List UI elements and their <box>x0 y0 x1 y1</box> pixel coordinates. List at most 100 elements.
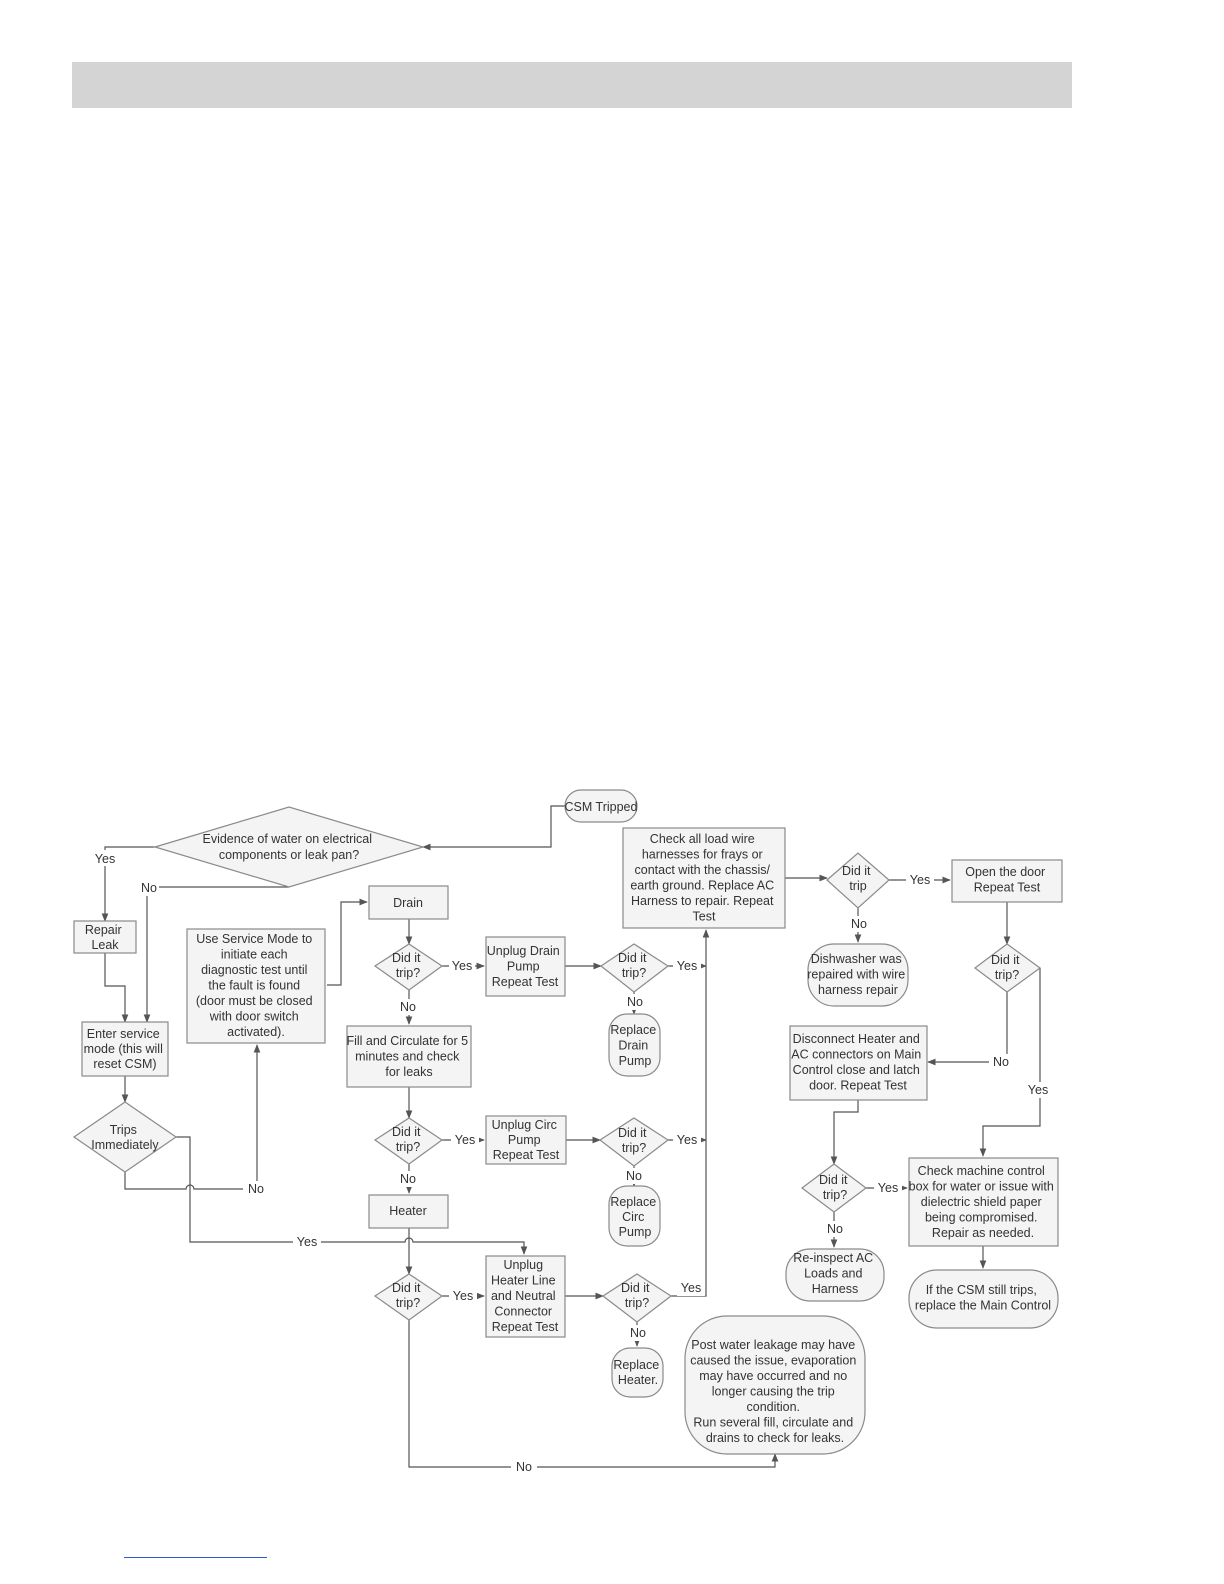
trip-circ-text: Did it trip? <box>392 1125 424 1154</box>
decision-circulate-trip <box>373 1117 444 1165</box>
label-yes: Yes <box>297 1235 317 1249</box>
process-unplug-drain-pump <box>485 936 566 997</box>
label-no: No <box>141 881 157 895</box>
trip-disconnect-text: Did it trip? <box>819 1173 851 1202</box>
process-enter-service-mode <box>81 1021 169 1077</box>
repair-leak-text: Repair Leak <box>85 923 125 952</box>
process-open-door <box>951 859 1063 903</box>
trip-door-text: Did it trip? <box>991 953 1023 982</box>
trip-drain2-text: Did it trip? <box>618 951 650 980</box>
label-no: No <box>827 1222 843 1236</box>
trip-heater-text: Did it trip? <box>392 1281 424 1310</box>
decision-door-trip <box>974 943 1042 993</box>
unplug-heater-text: Unplug Heater Line and Neutral Connector… <box>491 1258 559 1334</box>
process-unplug-heater-line <box>485 1255 566 1338</box>
process-drain <box>368 885 449 920</box>
label-yes: Yes <box>455 1133 475 1147</box>
decision-circ-pump-trip <box>598 1117 670 1167</box>
process-heater <box>368 1194 449 1229</box>
replace-main-text: If the CSM still trips, replace the Main… <box>915 1283 1051 1313</box>
disconnect-heater-text: Disconnect Heater and AC connectors on M… <box>791 1032 924 1093</box>
label-no: No <box>516 1460 532 1474</box>
edge-repair-to-enter <box>104 953 129 1023</box>
heater-text: Heater <box>389 1204 427 1218</box>
replace-heater-text: Replace Heater. <box>613 1358 662 1387</box>
process-unplug-circ-pump <box>485 1115 567 1165</box>
reinspect-text: Re-inspect AC Loads and Harness <box>793 1251 876 1296</box>
trip-wires-text: Did it trip <box>842 864 874 893</box>
drain-text: Drain <box>393 896 423 910</box>
check-wires-text: Check all load wire harnesses for frays … <box>630 832 777 924</box>
label-no: No <box>993 1055 1009 1069</box>
decision-evidence-of-water <box>152 806 426 888</box>
label-yes: Yes <box>95 852 115 866</box>
process-fill-and-circulate <box>346 1025 472 1088</box>
evidence-text: Evidence of water on electrical componen… <box>202 832 375 862</box>
trip-drain-text: Did it trip? <box>392 951 424 980</box>
terminal-reinspect-ac-loads <box>785 1248 885 1302</box>
terminal-post-water-leakage <box>684 1315 866 1455</box>
enter-service-text: Enter service mode (this will reset CSM) <box>84 1027 167 1071</box>
unplug-drain-text: Unplug Drain Pump Repeat Test <box>487 944 563 989</box>
label-yes: Yes <box>452 959 472 973</box>
edge-trip-heater2-yes <box>671 929 710 1297</box>
fill-circ-text: Fill and Circulate for 5 minutes and che… <box>346 1034 471 1079</box>
decision-drain-pump-trip <box>599 943 670 993</box>
footer-link-underline[interactable] <box>124 1557 267 1558</box>
decision-heater-trip <box>373 1273 444 1321</box>
decision-heater-line-trip <box>601 1273 673 1323</box>
edge-labels: Yes No No Yes Yes No Yes No Yes No Yes N… <box>92 850 1052 1475</box>
edge-disconnect-to-trip <box>830 1100 859 1165</box>
label-yes: Yes <box>677 959 697 973</box>
trip-circ2-text: Did it trip? <box>618 1126 650 1155</box>
process-use-service-mode <box>186 928 326 1044</box>
label-yes: Yes <box>453 1289 473 1303</box>
edge-trip-heater-no <box>408 1320 779 1468</box>
node-shapes <box>72 789 1063 1455</box>
decision-wire-trip <box>826 852 890 909</box>
terminal-replace-circ-pump <box>608 1185 661 1247</box>
label-yes: Yes <box>681 1281 701 1295</box>
edge-trips-yes <box>176 1136 528 1255</box>
unplug-circ-text: Unplug Circ Pump Repeat Test <box>492 1118 561 1162</box>
label-no: No <box>630 1326 646 1340</box>
edge-trip-door-no <box>927 992 1008 1066</box>
label-no: No <box>400 1172 416 1186</box>
process-check-load-wires <box>622 827 786 929</box>
open-door-text: Open the door Repeat Test <box>965 865 1048 895</box>
process-disconnect-heater-ac <box>789 1025 928 1101</box>
edge-service-to-drain <box>327 898 368 986</box>
trip-heater2-text: Did it trip? <box>621 1281 653 1310</box>
post-water-text: Post water leakage may have caused the i… <box>690 1338 860 1445</box>
label-no: No <box>627 995 643 1009</box>
trips-immediately-text: Trips Immediately <box>91 1123 159 1152</box>
connectors <box>101 805 1041 1468</box>
label-yes: Yes <box>910 873 930 887</box>
label-no: No <box>851 917 867 931</box>
label-yes: Yes <box>677 1133 697 1147</box>
edge-trip-door-yes <box>979 968 1041 1157</box>
header-bar <box>72 62 1072 108</box>
replace-drain-text: Replace Drain Pump <box>610 1023 659 1068</box>
edge-csm-to-evidence <box>422 805 565 851</box>
label-yes: Yes <box>1028 1083 1048 1097</box>
label-no: No <box>248 1182 264 1196</box>
dishwasher-repaired-text: Dishwasher was repaired with wire harnes… <box>807 952 908 997</box>
csm-tripped-text: CSM Tripped <box>565 800 638 814</box>
check-control-box-text: Check machine control box for water or i… <box>909 1164 1058 1240</box>
label-yes: Yes <box>878 1181 898 1195</box>
label-no: No <box>626 1169 642 1183</box>
decision-disconnect-trip <box>801 1163 867 1213</box>
terminal-csm-tripped <box>564 789 638 823</box>
node-text: CSM Tripped Evidence of water on electri… <box>84 800 1058 1445</box>
use-service-text: Use Service Mode to initiate each diagno… <box>196 932 316 1039</box>
terminal-replace-drain-pump <box>608 1013 661 1077</box>
label-no: No <box>400 1000 416 1014</box>
replace-circ-text: Replace Circ Pump <box>610 1195 659 1239</box>
edge-evidence-yes <box>101 846 155 922</box>
terminal-replace-heater <box>611 1347 664 1398</box>
process-repair-leak <box>73 920 137 954</box>
decision-drain-trip <box>373 943 444 991</box>
terminal-replace-main-control <box>908 1269 1059 1329</box>
